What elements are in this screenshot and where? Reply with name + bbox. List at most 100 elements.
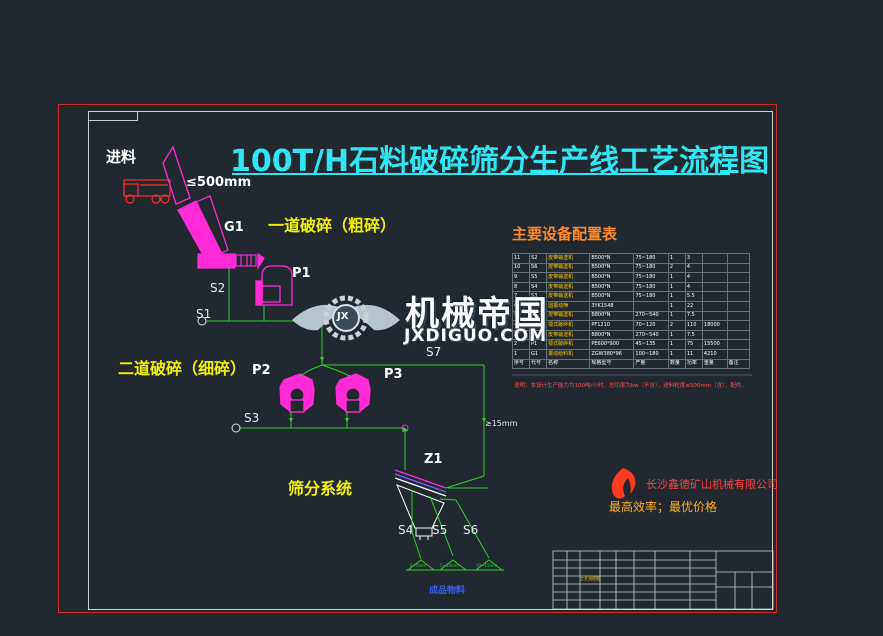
table-cell: 75~180 <box>633 262 669 274</box>
table-cell: 序号 <box>511 358 531 370</box>
g1-label: G1 <box>224 220 244 235</box>
table-cell: B500*N <box>589 262 635 274</box>
table-note: 说明：本设计生产能力为100吨/小时，总功率为kw（不含），进料粒度≤500mm… <box>514 383 747 389</box>
table-cell: 2 <box>667 320 686 331</box>
output-5-10-label: 5~10mm <box>440 563 459 568</box>
table-cell: 100~180 <box>633 348 669 360</box>
table-cell: 5.5 <box>684 291 703 302</box>
table-cell: 7.5 <box>684 329 703 341</box>
table-cell: 1 <box>667 300 686 312</box>
table-cell <box>726 262 751 274</box>
table-cell: 规格型号 <box>589 358 635 370</box>
table-cell: 110 <box>684 320 703 331</box>
finished-material-label: 成品物料 <box>429 586 466 596</box>
s1-label: S1 <box>196 307 212 321</box>
z1-label: Z1 <box>424 452 443 467</box>
table-cell: 75~180 <box>633 291 669 302</box>
table-cell: ZGW380*96 <box>589 348 635 360</box>
table-cell <box>701 272 728 283</box>
table-cell: 4210 <box>701 348 728 360</box>
table-cell <box>701 300 728 312</box>
stage2-label: 二道破碎（细碎） <box>118 359 247 378</box>
table-cell <box>726 310 751 322</box>
table-cell: PF1210 <box>589 320 635 331</box>
drawing-outer-border <box>58 104 777 613</box>
table-cell: 4 <box>684 272 703 283</box>
jaw-crusher-p1-icon <box>255 265 293 306</box>
table-cell: B500*N <box>589 272 635 283</box>
table-cell: 1 <box>667 348 686 360</box>
table-cell <box>726 320 751 331</box>
s7-label: S7 <box>426 345 442 359</box>
table-cell: 1 <box>667 339 686 350</box>
output-10-15-label: 10~15mm <box>476 563 498 568</box>
company-slogan: 最高效率；最优价格 <box>609 500 718 514</box>
table-cell: 1 <box>511 348 531 360</box>
table-cell <box>701 329 728 341</box>
company-flame-logo <box>611 468 636 499</box>
table-cell: S2 <box>529 253 548 264</box>
table-cell <box>726 281 751 293</box>
table-cell: 振动给料机 <box>546 348 591 360</box>
table-cell: 1 <box>667 281 686 293</box>
table-cell: PE600*900 <box>589 339 635 350</box>
table-cell: 75~180 <box>633 253 669 264</box>
company-name: 长沙鑫德矿山机械有限公司 <box>646 478 778 491</box>
table-cell: 颚式破碎机 <box>546 320 591 331</box>
table-cell: 11 <box>511 253 531 264</box>
table-cell: 15500 <box>701 339 728 350</box>
s3-label: S3 <box>244 411 260 425</box>
output-0-5-label: 0~5mm <box>410 563 427 568</box>
oversize-label: ≥15mm <box>485 419 518 428</box>
table-cell: 名称 <box>546 358 591 370</box>
table-cell <box>701 253 728 264</box>
table-cell: 皮带输送机 <box>546 291 591 302</box>
truck-bed-icon <box>162 145 191 205</box>
table-cell: 皮带输送机 <box>546 310 591 322</box>
stockpiles <box>406 559 504 571</box>
table-cell: B800*N <box>589 329 635 341</box>
conveyor-pulleys <box>197 316 409 433</box>
table-cell: 圆振动筛 <box>546 300 591 312</box>
p2-label: P2 <box>252 363 271 378</box>
table-cell <box>726 272 751 283</box>
table-cell: 1 <box>667 329 686 341</box>
arrow-marks <box>289 357 486 423</box>
p1-label: P1 <box>292 266 311 281</box>
table-cell: 1 <box>667 253 686 264</box>
table-cell <box>701 262 728 274</box>
table-cell <box>726 300 751 312</box>
table-cell <box>726 291 751 302</box>
table-cell: 11 <box>684 348 703 360</box>
table-cell: 3YK1548 <box>589 300 635 312</box>
table-cell: 皮带输送机 <box>546 272 591 283</box>
cone-crusher-p3-icon <box>335 373 371 413</box>
feed-label: 进料 <box>106 148 137 166</box>
table-cell <box>701 281 728 293</box>
table-cell: 70~120 <box>633 320 669 331</box>
table-cell <box>726 339 751 350</box>
table-cell <box>633 300 669 312</box>
table-cell: 皮带输送机 <box>546 281 591 293</box>
table-cell: 功率 <box>684 358 703 370</box>
s4-label: S4 <box>398 523 414 537</box>
s6-label: S6 <box>463 523 479 537</box>
table-cell: 18000 <box>701 320 728 331</box>
s2-label: S2 <box>210 281 226 295</box>
table-cell: 75~180 <box>633 281 669 293</box>
table-cell: B500*N <box>589 253 635 264</box>
table-cell: S5 <box>529 272 548 283</box>
table-cell: 1 <box>667 310 686 322</box>
corner-tab <box>88 111 138 121</box>
table-cell: 45~135 <box>633 339 669 350</box>
table-cell: 270~540 <box>633 310 669 322</box>
table-cell: 数量 <box>667 358 686 370</box>
table-cell: 4 <box>684 262 703 274</box>
dump-truck-icon <box>123 179 171 204</box>
